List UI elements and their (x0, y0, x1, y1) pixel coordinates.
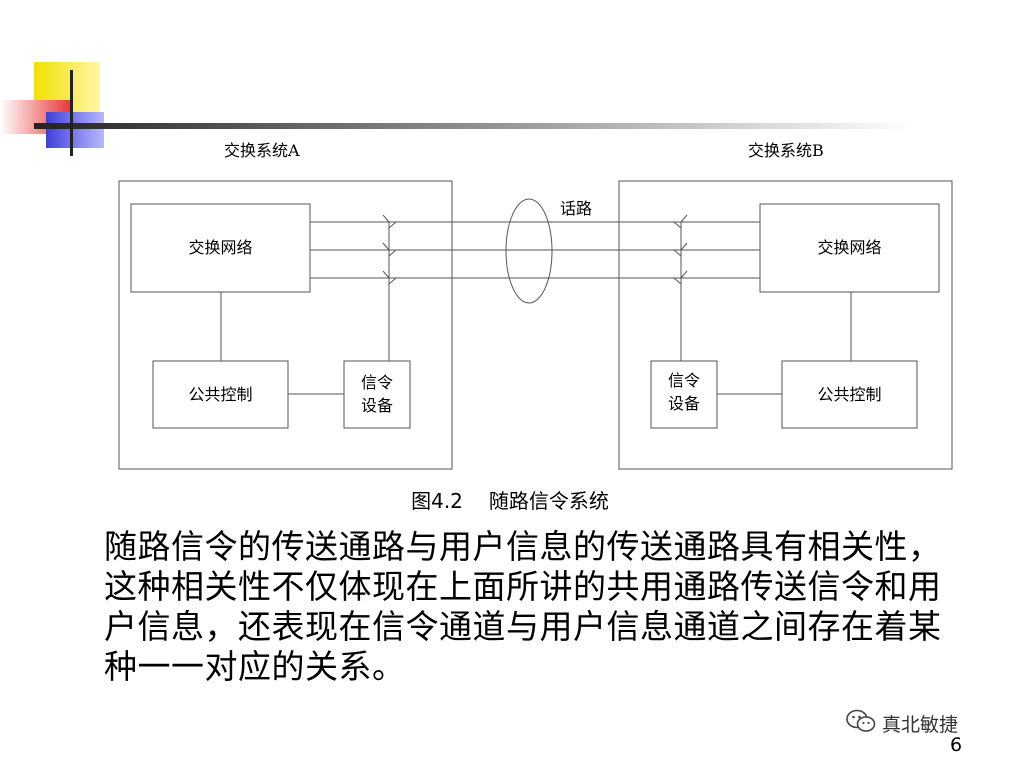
system-b-title: 交换系统B (748, 141, 824, 160)
slide-decoration (0, 62, 914, 156)
voice-path-ellipse (505, 198, 553, 304)
decor-blue-block (46, 112, 104, 148)
figure-title: 随路信令系统 (488, 489, 609, 513)
voice-path-label: 话路 (560, 199, 593, 218)
signal-device-a-label-line2: 设备 (360, 396, 393, 415)
system-a-title: 交换系统A (224, 141, 300, 160)
figure-caption: 图4.2 随路信令系统 (300, 487, 720, 515)
signal-device-a-box (343, 360, 411, 429)
body-paragraph: 随路信令的传送通路与用户信息的传送通路具有相关性，这种相关性不仅体现在上面所讲的… (104, 527, 942, 686)
page-number: 6 (950, 734, 963, 756)
signal-device-b-label-line2: 设备 (667, 394, 700, 413)
signaling-diagram (118, 180, 953, 470)
switch-network-b-label: 交换网络 (817, 238, 882, 257)
decor-vertical-line (70, 70, 73, 156)
decor-horizontal-line (34, 123, 914, 129)
signal-device-b-label-line1: 信令 (667, 371, 700, 390)
watermark: 真北敏捷 (846, 708, 958, 738)
common-control-a-label: 公共控制 (188, 385, 253, 404)
system-a-box (118, 180, 453, 470)
switch-network-b-box (759, 203, 940, 293)
common-control-b-label: 公共控制 (817, 385, 882, 404)
figure-number: 图4.2 (411, 489, 463, 513)
switch-network-a-label: 交换网络 (188, 238, 253, 257)
signal-device-a-label-line1: 信令 (360, 373, 393, 392)
wechat-icon (846, 708, 876, 739)
system-b-box (618, 180, 953, 470)
watermark-text: 真北敏捷 (882, 713, 959, 736)
